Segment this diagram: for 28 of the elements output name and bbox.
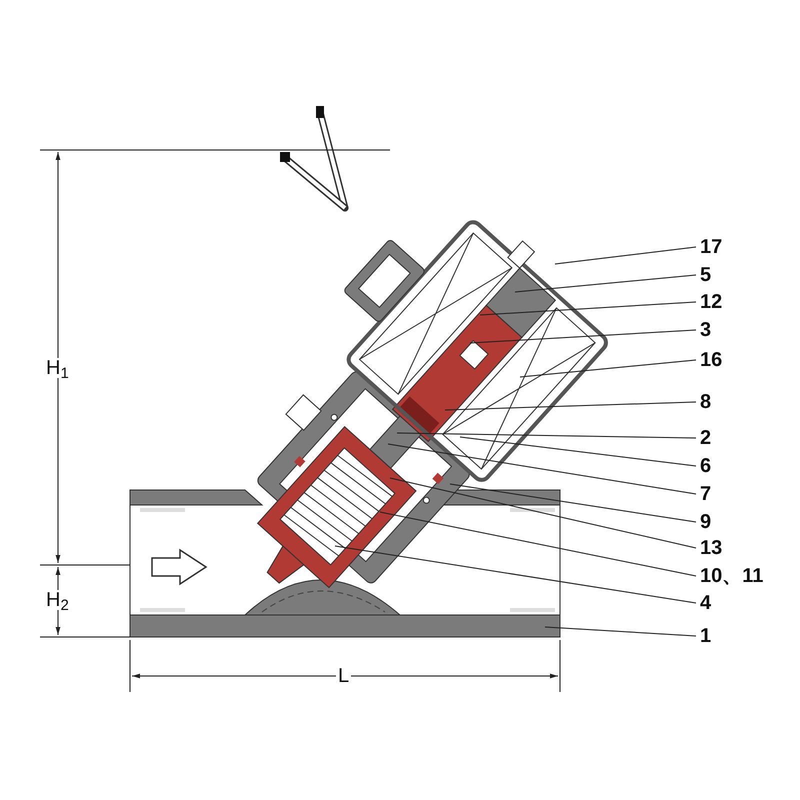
callout-number: 5: [700, 265, 712, 285]
leader-line: [460, 436, 696, 466]
leader-line: [388, 444, 696, 494]
leader-line: [544, 626, 696, 636]
leader-line: [396, 432, 696, 438]
callout-number: 7: [700, 484, 712, 504]
leader-line: [520, 360, 696, 378]
callout-number: 3: [700, 320, 712, 340]
callout-number: 8: [700, 392, 712, 412]
leader-line: [480, 302, 696, 316]
callout-number: 13: [700, 538, 722, 558]
callout-number: 12: [700, 292, 722, 312]
callout-number: 9: [700, 512, 712, 532]
callout-number: 6: [700, 456, 712, 476]
leader-line: [514, 274, 696, 292]
leader-line: [554, 246, 696, 264]
leader-line: [470, 330, 696, 344]
leader-line: [380, 512, 696, 576]
callout-number: 4: [700, 593, 712, 613]
callout-number: 10、11: [700, 566, 764, 586]
callout-number: 16: [700, 350, 722, 370]
leader-line: [450, 484, 696, 522]
leader-line: [390, 478, 696, 548]
leader-line: [444, 402, 696, 410]
leader-line: [334, 546, 696, 604]
callout-number: 2: [700, 428, 712, 448]
callout-number: 17: [700, 237, 722, 257]
callout-number: 1: [700, 626, 712, 646]
